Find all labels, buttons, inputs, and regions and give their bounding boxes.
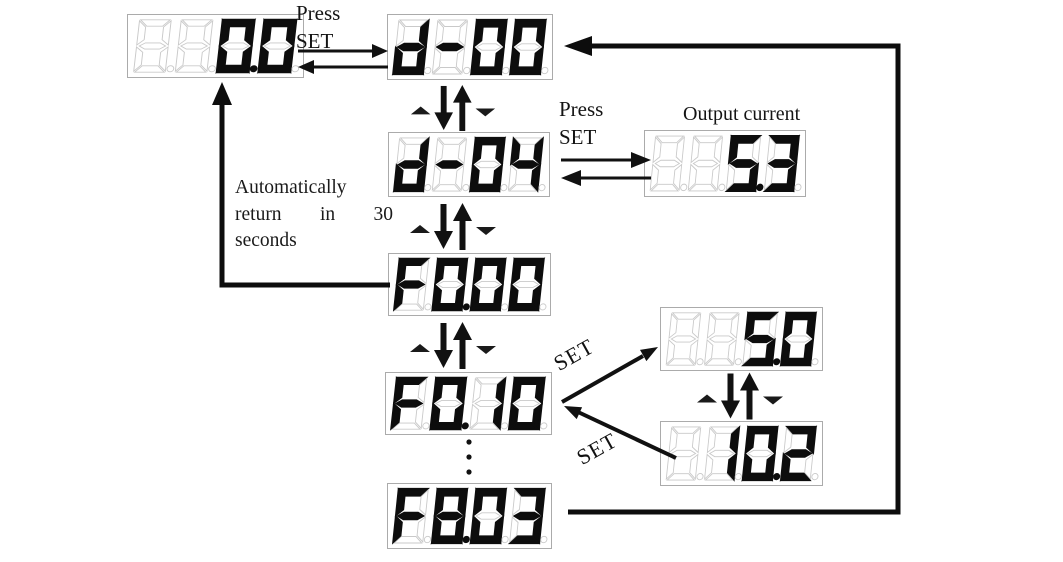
display-f000 [388,253,551,316]
display-param-value-2 [660,421,823,486]
auto-return-line1: Automatically [235,177,347,198]
display-d04 [388,132,550,197]
set-arrow-up-icon [556,340,668,408]
display-param-value-1 [660,307,823,371]
return-elbow-arrow-icon [200,78,400,293]
up-down-keys-icon [407,201,499,251]
auto-return-line2: return in 30 [235,203,393,225]
display-home-value [127,14,304,78]
press-set-arrows-icon [561,149,651,187]
press-label-top: Press [296,1,341,25]
ellipsis-dots-icon [463,438,475,478]
display-f803 [387,483,552,549]
display-d00 [387,14,553,80]
press-label-mid: Press [559,97,604,121]
auto-return-note: Automatically return in 30 seconds [235,175,393,255]
loop-return-arrow-icon [560,34,906,520]
press-set-arrows-icon [298,43,388,75]
up-down-keys-icon [407,84,499,131]
set-arrow-down-icon [556,400,682,464]
display-f010 [385,372,552,435]
output-current-label: Output current [683,103,801,125]
auto-return-line3: seconds [235,230,297,251]
up-down-keys-icon [694,371,786,420]
set-label-mid: SET [559,125,597,149]
set-label-top: SET [296,29,334,53]
up-down-keys-icon [407,320,499,370]
display-output-current [644,130,806,197]
